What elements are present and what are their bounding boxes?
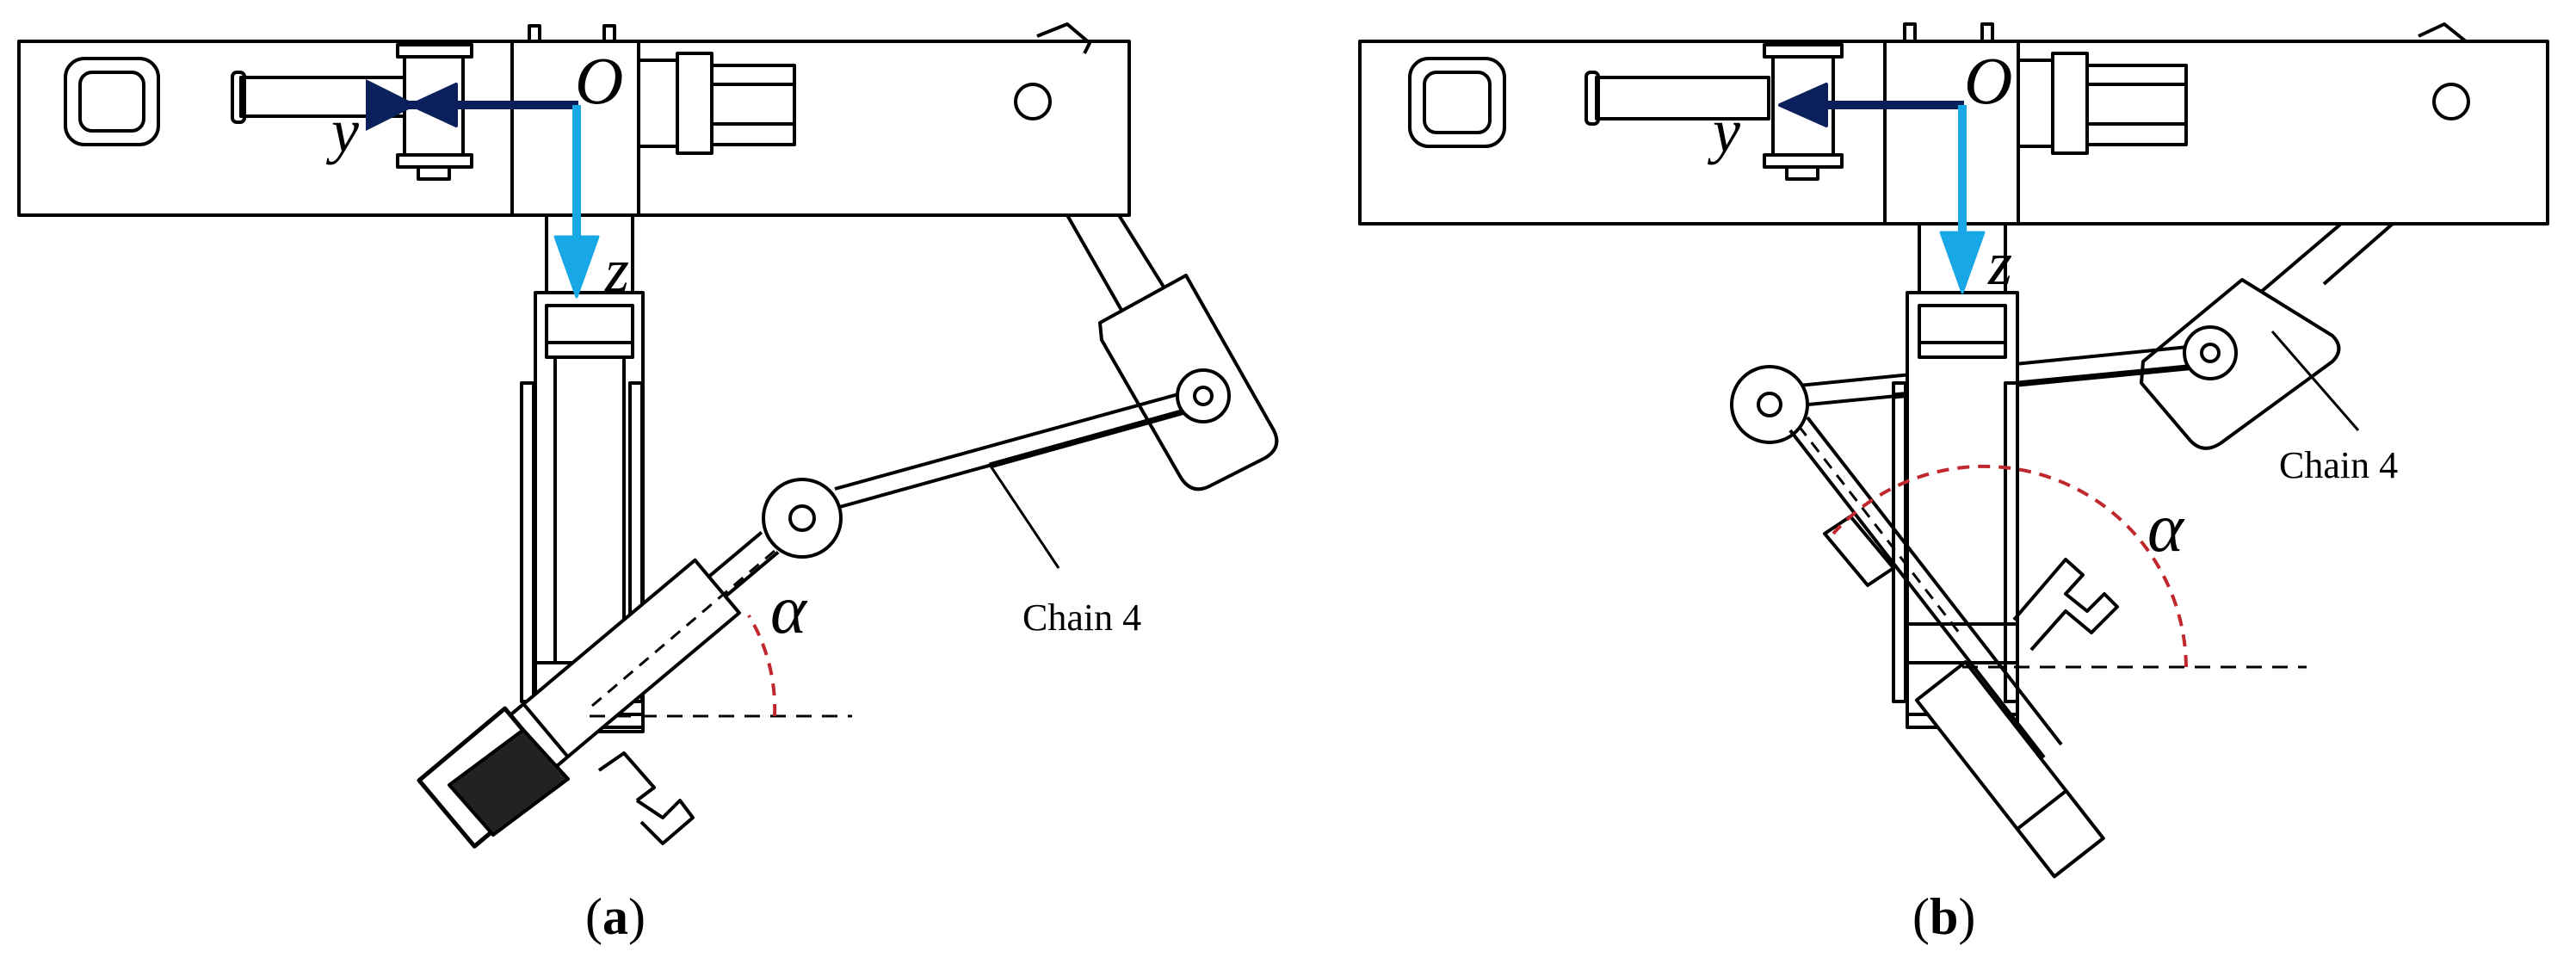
beam-bolt-2: [602, 24, 616, 43]
beam-hole: [1014, 83, 1052, 120]
angle-arc-a: [747, 614, 777, 717]
angle-arc-b: [1832, 464, 2188, 668]
beam-bolt-1: [528, 24, 541, 43]
angle-label-a: α: [770, 572, 808, 648]
chain-leader-a: [988, 464, 1060, 569]
panel-a: [17, 22, 1279, 849]
origin-label-b: O: [1964, 43, 2012, 118]
chain-leader-b: [2270, 331, 2360, 431]
beam-hole: [2432, 83, 2470, 120]
chain-label-a: Chain 4: [1022, 596, 1141, 639]
beam-rounded-square: [1408, 57, 1506, 148]
top-beam: [1358, 40, 2549, 226]
z-axis-label-b: z: [1987, 229, 2012, 298]
origin-label-a: O: [575, 43, 623, 118]
chain-sleeve: [2140, 278, 2341, 450]
angle-label-b: α: [2147, 491, 2185, 566]
chain-label-b: Chain 4: [2279, 444, 2398, 486]
gripper-a: [597, 751, 695, 845]
caption-a: (a): [585, 888, 646, 945]
gripper-b: [2012, 558, 2119, 652]
joint-middle: [762, 478, 843, 559]
panel-b: [1358, 22, 2549, 879]
beam-rounded-square: [64, 57, 160, 146]
y-axis-label-b: y: [1707, 96, 1740, 165]
z-axis-label-a: z: [604, 236, 629, 305]
y-axis-label-a: y: [325, 96, 359, 165]
caption-b: (b): [1912, 888, 1975, 945]
joint-upper: [1176, 368, 1231, 423]
